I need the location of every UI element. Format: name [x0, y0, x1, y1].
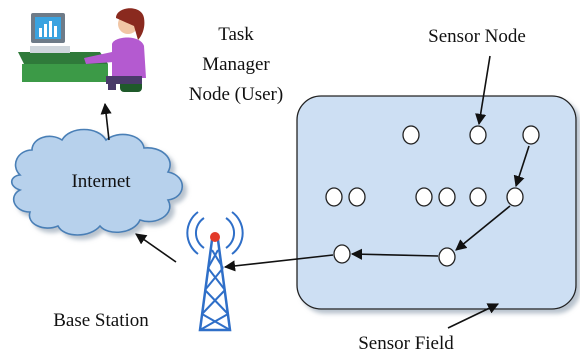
- antenna-tower-icon: [186, 211, 244, 332]
- sensor-node-label: Sensor Node: [428, 26, 526, 47]
- sensor-node: [438, 247, 456, 267]
- sensor-nodes: [325, 125, 540, 267]
- sensor-node: [325, 187, 343, 207]
- sensor-node: [469, 125, 487, 145]
- sensor-node: [348, 187, 366, 207]
- sensor-node: [522, 125, 540, 145]
- task-manager-label-line1: Task: [218, 24, 254, 45]
- internet-label: Internet: [71, 171, 131, 192]
- arrow-node-to-tower: [223, 254, 334, 272]
- sensor-node: [438, 187, 456, 207]
- task-manager-label-line3: Node (User): [189, 84, 283, 105]
- arrow-tower-to-cloud: [135, 233, 177, 263]
- arrow-label-to-node: [475, 55, 491, 126]
- base-station-label: Base Station: [53, 310, 149, 331]
- arrow-node-to-node: [455, 205, 511, 251]
- arrow-cloud-to-user: [100, 102, 112, 141]
- user-at-computer-icon: [18, 8, 146, 92]
- task-manager-label-line2: Manager: [202, 54, 270, 75]
- sensor-node: [506, 187, 524, 207]
- sensor-node: [469, 187, 487, 207]
- arrow-node-to-node: [513, 145, 530, 188]
- sensor-node: [333, 244, 351, 264]
- arrows: [100, 55, 530, 329]
- sensor-field-label: Sensor Field: [358, 333, 454, 354]
- arrow-label-to-field: [447, 303, 500, 329]
- cloud-icon: [10, 128, 184, 236]
- sensor-node: [402, 125, 420, 145]
- sensor-node: [415, 187, 433, 207]
- arrow-node-to-node: [350, 248, 439, 260]
- sensor-field: [296, 95, 577, 310]
